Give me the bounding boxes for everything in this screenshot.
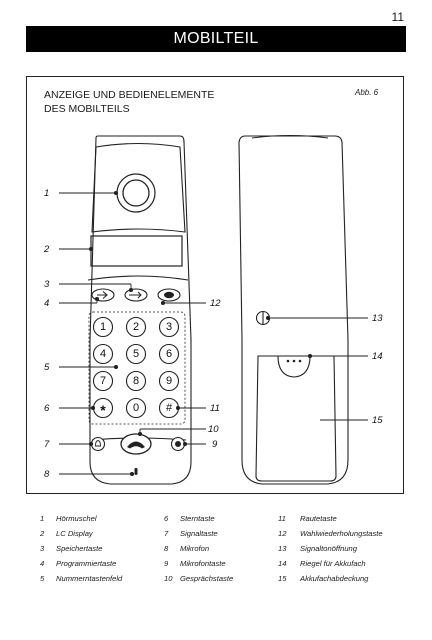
section-title-line-2: DES MOBILTEILS xyxy=(44,103,130,115)
key-6[interactable]: 6 xyxy=(166,348,172,360)
redial-button[interactable] xyxy=(157,288,181,302)
key-5[interactable]: 5 xyxy=(133,348,139,360)
callout-4: 4 xyxy=(44,298,49,309)
handset-illustration: 1 2 3 4 5 6 7 8 9 * 0 # xyxy=(43,134,383,485)
key-star[interactable]: * xyxy=(100,402,106,418)
talk-button[interactable] xyxy=(120,433,152,455)
callout-7: 7 xyxy=(44,439,50,450)
handset-front xyxy=(87,135,192,485)
key-2[interactable]: 2 xyxy=(133,321,139,333)
key-9[interactable]: 9 xyxy=(166,375,172,387)
key-1[interactable]: 1 xyxy=(100,321,106,333)
battery-cover xyxy=(255,355,337,482)
header-title: MOBILTEIL xyxy=(173,30,259,47)
signal-button[interactable] xyxy=(90,436,106,452)
key-7[interactable]: 7 xyxy=(100,375,106,387)
battery-latch[interactable] xyxy=(277,355,311,378)
callout-8: 8 xyxy=(44,469,50,480)
microphone xyxy=(134,468,138,475)
memory-button[interactable] xyxy=(124,288,148,302)
key-3[interactable]: 3 xyxy=(166,321,172,333)
page-number: 11 xyxy=(391,10,404,24)
keypad: 1 2 3 4 5 6 7 8 9 * 0 # xyxy=(92,316,180,419)
figure-frame xyxy=(26,76,404,494)
callout-10: 10 xyxy=(208,424,219,435)
callout-3: 3 xyxy=(44,279,50,290)
section-title: ANZEIGE UND BEDIENELEMENTE DES MOBILTEIL… xyxy=(44,88,214,116)
callout-2: 2 xyxy=(43,244,50,255)
callout-13: 13 xyxy=(372,313,383,324)
callout-5: 5 xyxy=(44,362,50,373)
callout-12: 12 xyxy=(210,298,221,309)
callout-15: 15 xyxy=(372,415,383,426)
section-title-line-1: ANZEIGE UND BEDIENELEMENTE xyxy=(44,89,215,101)
callout-lines xyxy=(59,190,368,477)
key-hash[interactable]: # xyxy=(166,402,173,414)
callout-1: 1 xyxy=(44,188,49,199)
header-bar: MOBILTEIL xyxy=(26,26,406,52)
mic-button[interactable] xyxy=(170,436,186,452)
key-0[interactable]: 0 xyxy=(133,402,139,414)
key-8[interactable]: 8 xyxy=(133,375,139,387)
ringer-opening xyxy=(255,310,271,326)
callout-14: 14 xyxy=(372,351,383,362)
keypad-area xyxy=(88,311,186,425)
callout-numbers: 1 2 3 4 5 6 7 8 12 11 10 9 13 14 15 xyxy=(43,188,383,480)
callout-11: 11 xyxy=(210,403,220,414)
key-4[interactable]: 4 xyxy=(100,348,106,360)
figure-label: Abb. 6 xyxy=(355,88,379,97)
callout-9: 9 xyxy=(212,439,218,450)
callout-6: 6 xyxy=(44,403,50,414)
